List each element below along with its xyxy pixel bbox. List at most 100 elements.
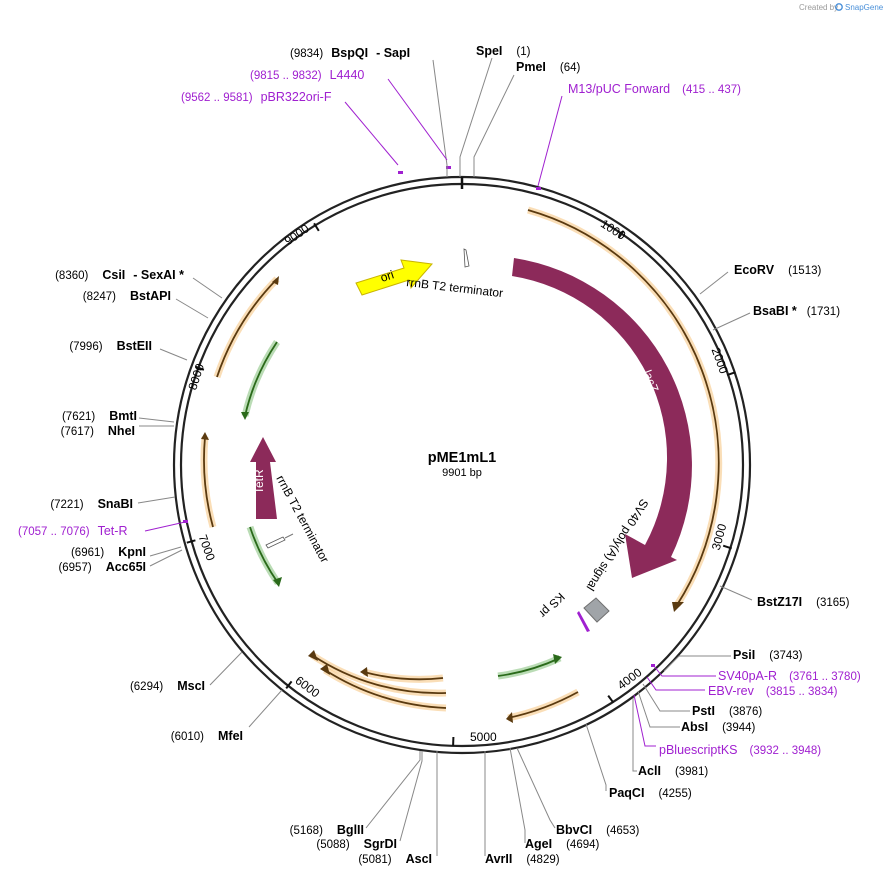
leader-line xyxy=(365,751,421,829)
orf-arc xyxy=(244,341,278,417)
ks-primer-marker xyxy=(577,611,590,632)
primer-leader-line xyxy=(344,101,399,166)
enzyme-label-sgrdi[interactable]: (5088)SgrDI xyxy=(316,837,397,851)
primer-label-m13-puc-forward[interactable]: M13/pUC Forward(415 .. 437) xyxy=(568,82,741,96)
primer-leader-line xyxy=(633,694,656,747)
leader-line xyxy=(719,585,753,601)
leader-line xyxy=(637,690,680,728)
enzyme-label-bsabi[interactable]: BsaBI *(1731) xyxy=(753,304,840,318)
orf-arc xyxy=(203,436,214,528)
enzyme-label-psti[interactable]: PstI(3876) xyxy=(692,704,762,718)
leader-line xyxy=(137,496,176,504)
primer-leader-line xyxy=(537,95,563,187)
l4440-mark xyxy=(446,166,451,169)
scale-tick xyxy=(722,544,733,550)
backbone xyxy=(172,175,752,755)
enzyme-label-bstapi[interactable]: (8247)BstAPI xyxy=(83,289,171,303)
orf-arrowhead xyxy=(308,650,318,661)
enzyme-label-psii[interactable]: PsiI(3743) xyxy=(733,648,803,662)
tetr-feature-arrow xyxy=(250,437,277,519)
primer-leader-line xyxy=(387,78,448,161)
snapgene-logo-icon xyxy=(835,3,843,11)
primer-label-ebv-rev[interactable]: EBV-rev(3815 .. 3834) xyxy=(708,684,838,698)
tick-label: 7000 xyxy=(196,533,218,563)
primer-label-tet-r[interactable]: (7057 .. 7076)Tet-R xyxy=(18,524,127,538)
enzyme-label-acli[interactable]: AclI(3981) xyxy=(638,764,708,778)
rrnb-terminator-left-marker xyxy=(265,536,286,549)
leader-line xyxy=(516,747,556,829)
leader-line xyxy=(159,348,188,361)
sv40pa-r-mark xyxy=(651,664,655,667)
primer-labels: (9815 .. 9832)L4440 (9562 .. 9581)pBR322… xyxy=(18,68,861,757)
enzyme-label-kpni[interactable]: (6961)KpnI xyxy=(71,545,146,559)
enzyme-label-bglii[interactable]: (5168)BglII xyxy=(290,823,364,837)
primer-marks xyxy=(183,166,655,667)
scale-tick xyxy=(313,222,320,232)
primer-leader-line xyxy=(144,521,186,532)
enzyme-label-bsteii[interactable]: (7996)BstEII xyxy=(69,339,152,353)
primer-label-sv40pa-r[interactable]: SV40pA-R(3761 .. 3780) xyxy=(718,669,861,683)
orf-arc-halo xyxy=(241,340,280,417)
enzyme-label-agei[interactable]: AgeI(4694) xyxy=(525,837,600,851)
lacz-feature-arrow xyxy=(512,258,692,578)
enzyme-label-ecorv[interactable]: EcoRV(1513) xyxy=(734,263,821,277)
orf-arrowhead xyxy=(360,667,368,677)
leader-line xyxy=(432,59,448,177)
tick-label: 9000 xyxy=(282,221,312,248)
orf-arrowhead xyxy=(241,412,249,420)
tet-r-mark xyxy=(183,520,188,523)
tick-label: 2000 xyxy=(709,346,731,376)
enzyme-label-absi[interactable]: AbsI(3944) xyxy=(681,720,756,734)
m13-puc-forward-mark xyxy=(536,187,541,190)
enzyme-label-asci[interactable]: (5081)AscI xyxy=(358,852,432,866)
ori-label: ori xyxy=(379,267,396,284)
leader-line xyxy=(149,549,183,567)
enzyme-label-spei[interactable]: SpeI(1) xyxy=(476,44,531,58)
plasmid-name: pME1mL1 xyxy=(428,450,497,466)
leader-line xyxy=(149,546,182,557)
primer-label-pbr322ori-f[interactable]: (9562 .. 9581)pBR322ori-F xyxy=(181,90,332,104)
enzyme-label-avrii[interactable]: AvrII(4829) xyxy=(485,852,560,866)
scale-tick xyxy=(607,695,615,704)
enzyme-label-nhei[interactable]: (7617)NheI xyxy=(61,424,135,438)
leader-line xyxy=(663,655,731,672)
enzyme-label-bstz17i[interactable]: BstZ17I(3165) xyxy=(757,595,850,609)
leader-line xyxy=(642,683,690,712)
tick-label: 6000 xyxy=(293,673,323,700)
primer-leader-line xyxy=(653,665,716,677)
orf-arc-halo xyxy=(507,688,580,722)
leader-line xyxy=(459,57,493,177)
rrnb-terminator-top-marker xyxy=(463,248,470,268)
tick-label: 1000 xyxy=(598,217,628,243)
enzyme-label-msci[interactable]: (6294)MscI xyxy=(130,679,205,693)
orf-arrowhead xyxy=(320,664,330,675)
enzyme-label-acc65i[interactable]: (6957)Acc65I xyxy=(58,560,146,574)
leader-line xyxy=(248,689,283,728)
enzyme-label-bspqi[interactable]: (9834)BspQI- SapI xyxy=(290,46,410,60)
enzyme-label-bbvci[interactable]: BbvCI(4653) xyxy=(556,823,640,837)
orf-arc-halo xyxy=(497,654,562,680)
leader-line xyxy=(585,723,607,791)
scale-tick xyxy=(186,539,196,544)
orf-arrowhead xyxy=(273,577,282,587)
leader-line xyxy=(712,312,751,331)
tick-label: 3000 xyxy=(709,522,730,552)
enzyme-label-csii[interactable]: (8360)CsiI- SexAI * xyxy=(55,268,184,282)
enzyme-label-mfei[interactable]: (6010)MfeI xyxy=(171,729,243,743)
primer-label-pbluescriptks[interactable]: pBluescriptKS(3932 .. 3948) xyxy=(659,743,821,757)
credit-brand: SnapGene xyxy=(845,3,884,12)
rrnb-terminator-left-leader xyxy=(284,533,294,539)
orf-arrowhead xyxy=(201,432,209,440)
orf-arc-halo xyxy=(246,525,281,585)
leader-line xyxy=(699,271,729,295)
primer-label-l4440[interactable]: (9815 .. 9832)L4440 xyxy=(250,68,364,82)
enzyme-label-pmei[interactable]: PmeI(64) xyxy=(516,60,581,74)
scale-tick xyxy=(285,680,293,690)
pbr322ori-f-mark xyxy=(398,171,403,174)
orf-arrowhead xyxy=(553,654,562,664)
enzyme-label-bmti[interactable]: (7621)BmtI xyxy=(62,409,137,423)
snapgene-credit: Created by SnapGene xyxy=(799,3,884,12)
enzyme-label-snabi[interactable]: (7221)SnaBI xyxy=(50,497,133,511)
enzyme-label-paqci[interactable]: PaqCI(4255) xyxy=(609,786,692,800)
